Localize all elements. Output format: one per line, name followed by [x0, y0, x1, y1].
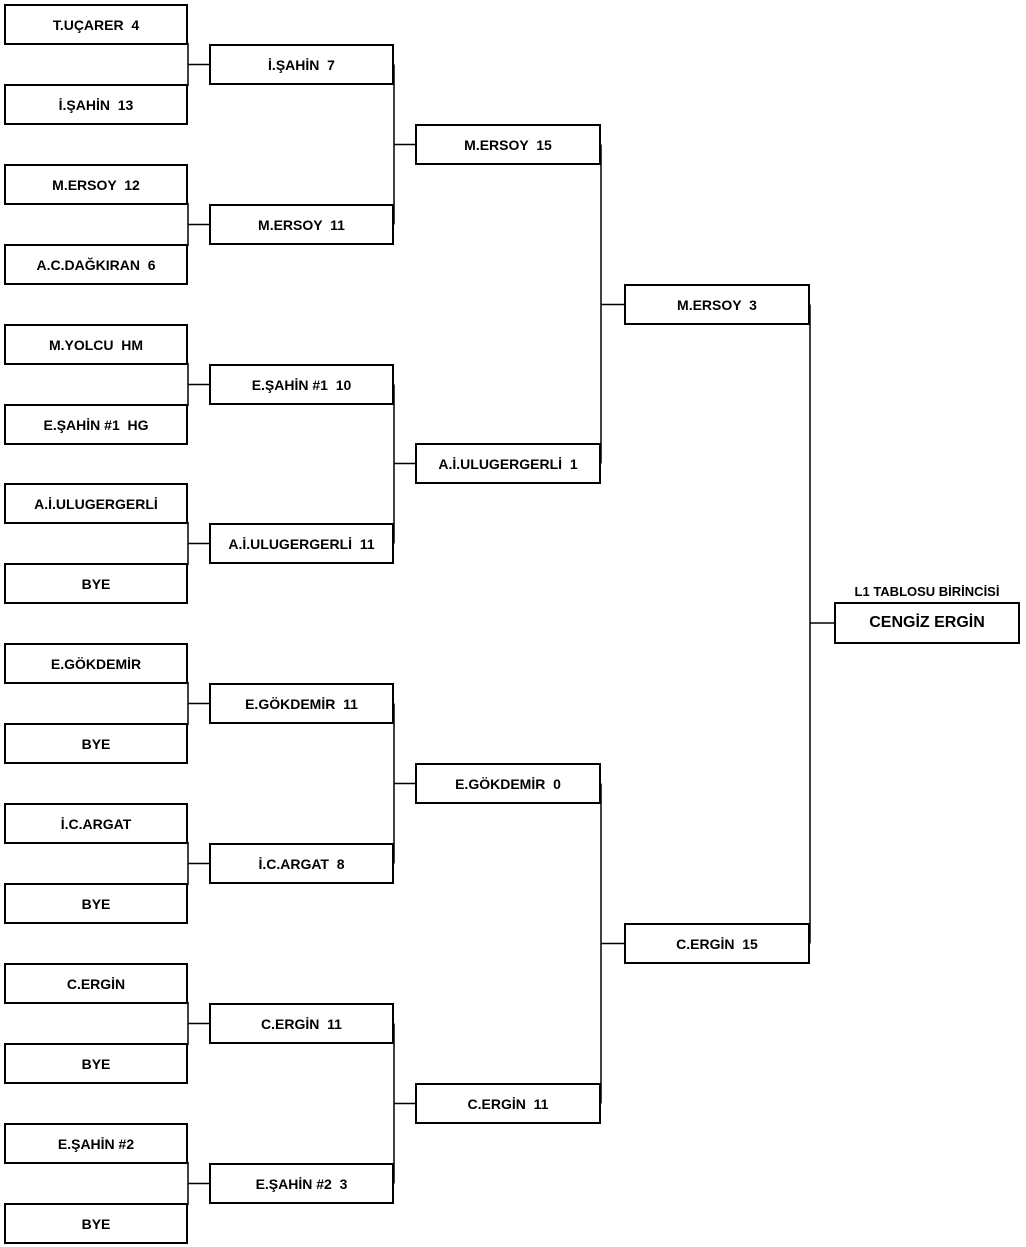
round1-entry-8: BYE: [4, 563, 188, 604]
round1-entry-11: İ.C.ARGAT: [4, 803, 188, 844]
round1-entry-16: BYE: [4, 1203, 188, 1244]
round4-entry-2: C.ERGİN 15: [624, 923, 810, 964]
round2-entry-8: E.ŞAHİN #2 3: [209, 1163, 394, 1204]
round3-entry-2: A.İ.ULUGERGERLİ 1: [415, 443, 601, 484]
round1-entry-7: A.İ.ULUGERGERLİ: [4, 483, 188, 524]
round1-entry-4: A.C.DAĞKIRAN 6: [4, 244, 188, 285]
round1-entry-5: M.YOLCU HM: [4, 324, 188, 365]
winner-caption: L1 TABLOSU BİRİNCİSİ: [854, 584, 1000, 599]
round3-entry-4: C.ERGİN 11: [415, 1083, 601, 1124]
round1-entry-6: E.ŞAHİN #1 HG: [4, 404, 188, 445]
round1-entry-10: BYE: [4, 723, 188, 764]
round2-entry-4: A.İ.ULUGERGERLİ 11: [209, 523, 394, 564]
round4-entry-1: M.ERSOY 3: [624, 284, 810, 325]
round1-entry-12: BYE: [4, 883, 188, 924]
round1-entry-9: E.GÖKDEMİR: [4, 643, 188, 684]
round3-entry-1: M.ERSOY 15: [415, 124, 601, 165]
round2-entry-7: C.ERGİN 11: [209, 1003, 394, 1044]
round2-entry-3: E.ŞAHİN #1 10: [209, 364, 394, 405]
round2-entry-5: E.GÖKDEMİR 11: [209, 683, 394, 724]
round2-entry-6: İ.C.ARGAT 8: [209, 843, 394, 884]
round2-entry-2: M.ERSOY 11: [209, 204, 394, 245]
round3-entry-3: E.GÖKDEMİR 0: [415, 763, 601, 804]
round1-entry-13: C.ERGİN: [4, 963, 188, 1004]
winner-box: CENGİZ ERGİN: [834, 602, 1020, 644]
round1-entry-3: M.ERSOY 12: [4, 164, 188, 205]
round2-entry-1: İ.ŞAHİN 7: [209, 44, 394, 85]
round1-entry-1: T.UÇARER 4: [4, 4, 188, 45]
round1-entry-14: BYE: [4, 1043, 188, 1084]
round1-entry-2: İ.ŞAHİN 13: [4, 84, 188, 125]
round1-entry-15: E.ŞAHİN #2: [4, 1123, 188, 1164]
